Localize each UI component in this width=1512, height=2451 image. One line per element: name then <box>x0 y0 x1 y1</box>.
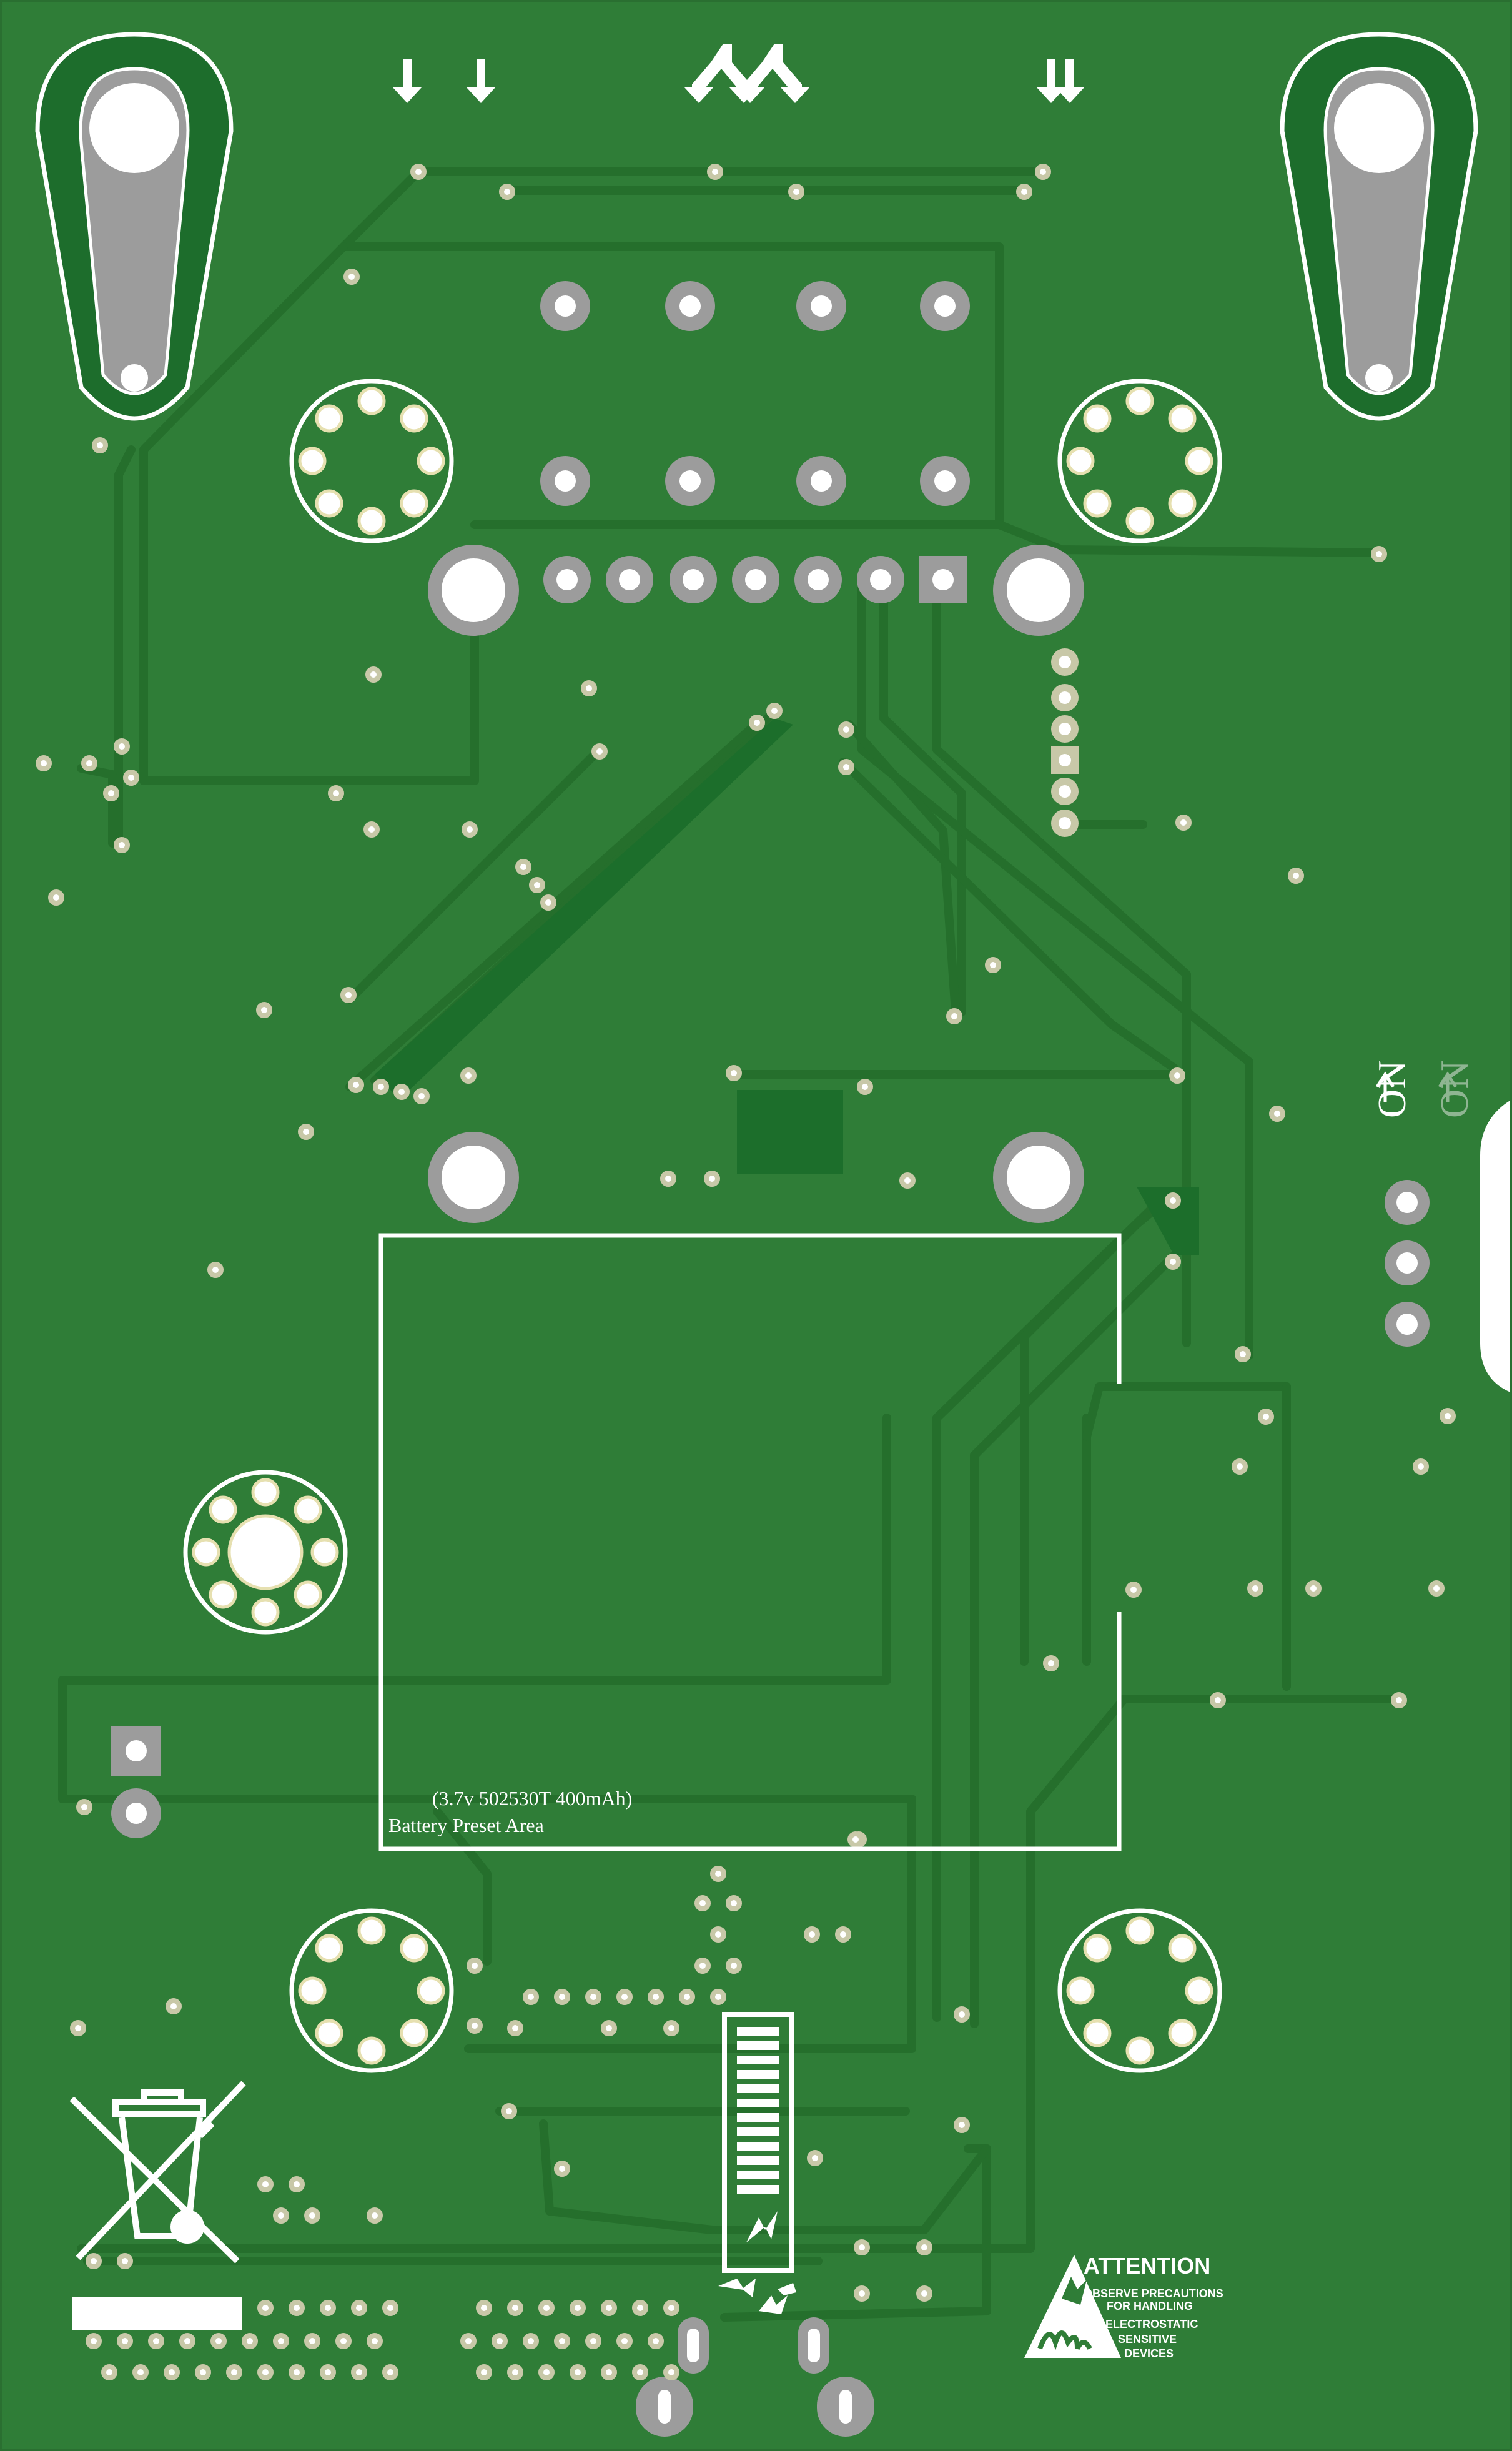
via-grid-right <box>460 2300 679 2380</box>
copper-traces <box>58 167 1403 2322</box>
speaker-footprints <box>183 379 1222 2073</box>
battery-area-label: Battery Preset Area <box>388 1814 544 1836</box>
vias <box>36 164 1456 2302</box>
svg-text:ON: ON <box>1370 1061 1414 1118</box>
attention-line3: ELECTROSTATIC <box>1105 2318 1198 2330</box>
through-hole-pads <box>111 281 1430 1838</box>
svg-text:ON: ON <box>1432 1061 1476 1118</box>
down-arrow-icon <box>393 44 1084 103</box>
mounting-slot-left <box>35 32 234 421</box>
mounting-holes <box>428 545 1084 1223</box>
board-edge-notch <box>1480 1099 1512 1393</box>
via-grid-left <box>86 2300 398 2380</box>
crossed-out-bin-icon <box>69 2081 246 2264</box>
attention-title: ATTENTION <box>1084 2253 1210 2279</box>
attention-line2: FOR HANDLING <box>1107 2300 1193 2312</box>
mounting-slot-right <box>1280 32 1478 421</box>
attention-line4: SENSITIVE <box>1118 2333 1177 2345</box>
attention-line1: OBSERVE PRECAUTIONS <box>1084 2287 1223 2300</box>
copper-pours <box>375 718 1199 1255</box>
silkscreen-outlines <box>378 1233 1122 1851</box>
switch-on-label: ON ON <box>1370 1061 1476 1118</box>
attention-line5: DEVICES <box>1124 2347 1174 2360</box>
battery-level-footprint <box>718 2012 796 2314</box>
label-placeholder <box>72 2297 242 2330</box>
usb-slot-holes <box>658 2329 852 2424</box>
speaker-pads <box>192 387 1213 2065</box>
esd-warning-icon <box>1024 2255 1121 2358</box>
battery-spec-label: (3.7v 502530T 400mAh) <box>432 1787 632 1810</box>
